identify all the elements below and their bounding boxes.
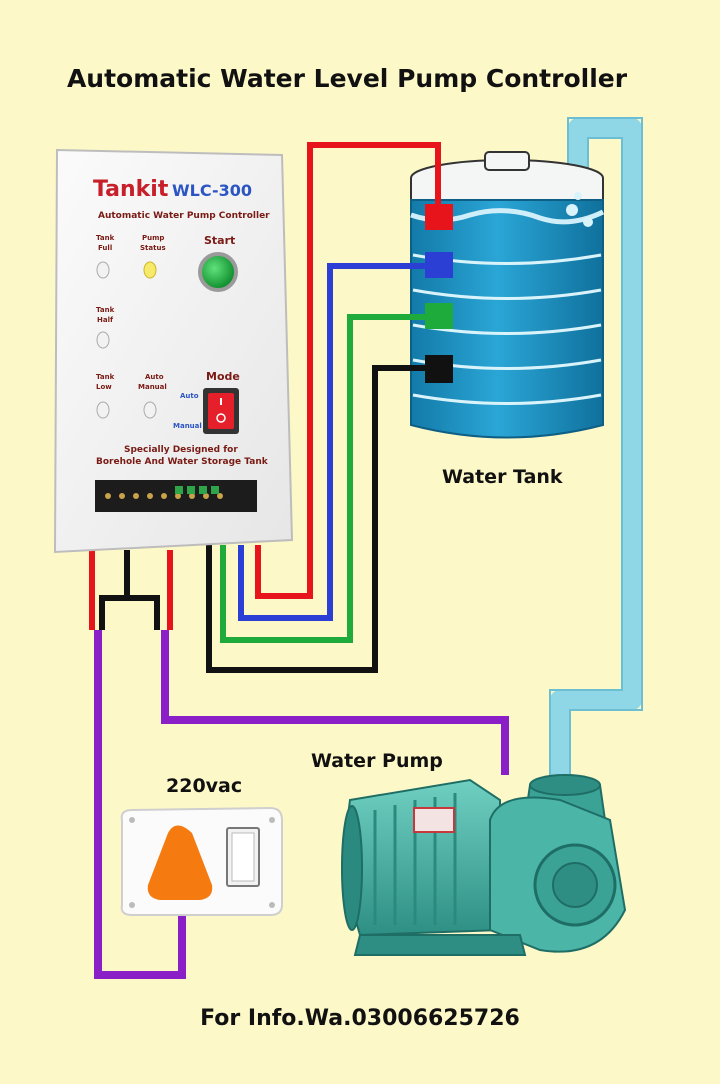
brand-name: Tankit [93,177,169,202]
probe-black [425,355,453,383]
tank-half-label-1: Tank [96,306,115,314]
page-title: Automatic Water Level Pump Controller [66,64,628,93]
note-line-1: Specially Designed for [124,445,238,455]
controller-panel: Tankit WLC-300 Automatic Water Pump Cont… [53,148,294,554]
tank-low-led [96,401,110,419]
note-line-2: Borehole And Water Storage Tank [96,457,269,467]
wire-blue-probe [238,263,438,621]
pipe-outline [549,117,643,775]
tank-half-led [96,331,110,349]
terminal-connectors [175,486,219,494]
wire-black-probe [206,365,438,673]
controller-subtitle: Automatic Water Pump Controller [98,211,270,221]
terminal-screws [105,493,223,499]
water-pipe [550,118,642,775]
start-button[interactable] [198,252,238,292]
pump-status-label-1: Pump [142,234,164,242]
tank-full-led [96,261,110,279]
probe-blue [425,252,453,278]
pump-status-led [143,261,157,279]
mode-switch-off-mark [216,413,226,423]
start-label: Start [204,234,235,247]
wire-purple [94,630,509,979]
auto-manual-label-2: Manual [138,383,167,391]
water-pump [341,774,627,956]
wire-red-output [89,550,173,630]
auto-manual-led [143,401,157,419]
model-name: WLC-300 [172,181,252,200]
mode-label: Mode [206,370,240,383]
water-pump-label: Water Pump [311,750,443,772]
wall-switch-rocker [231,832,255,882]
pump-nameplate [413,807,455,833]
tank-low-label-1: Tank [96,373,115,381]
power-label: 220vac [166,775,243,797]
auto-manual-label-1: Auto [145,373,164,381]
auto-label: Auto [180,392,199,400]
mode-switch-rocker [208,393,234,429]
probe-red [425,204,453,230]
plug [147,825,213,900]
water-tank [410,151,605,439]
contact-footer: For Info.Wa.03006625726 [200,1006,520,1031]
manual-label: Manual [173,422,202,430]
tank-low-label-2: Low [96,383,112,391]
tank-half-label-2: Half [97,316,114,324]
wire-green-probe [220,314,438,643]
pump-status-label-2: Status [140,244,166,252]
probe-green [425,303,453,329]
tank-full-label-2: Full [98,244,112,252]
water-tank-label: Water Tank [442,466,563,488]
tank-full-label-1: Tank [96,234,115,242]
power-socket [120,806,283,916]
wire-black-output [99,550,160,630]
wire-red-probe [255,142,441,599]
